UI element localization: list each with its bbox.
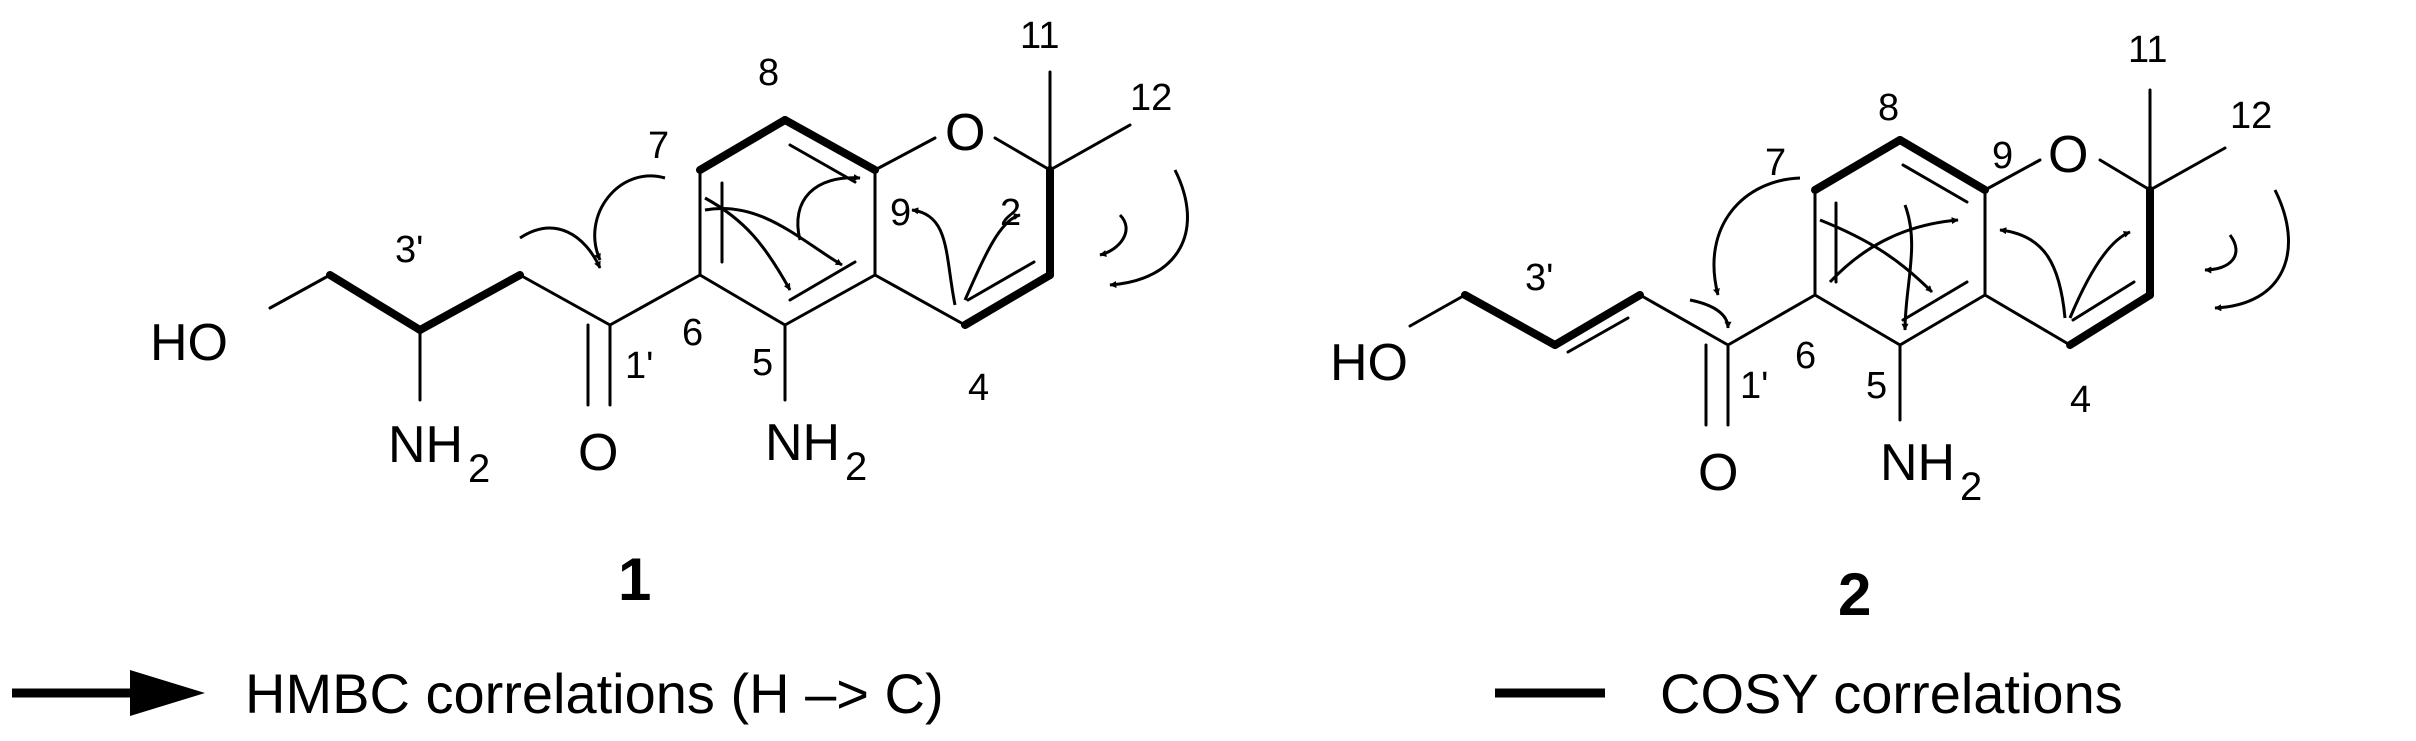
hydroxyl-label: HO [150,314,228,372]
position-12: 12 [2230,95,2272,137]
compound-1-number: 1 [618,546,651,613]
position-4: 4 [2070,379,2091,421]
position-9: 9 [890,192,911,234]
hydroxyl-label: HO [1330,334,1408,392]
position-3-prime: 3' [395,229,423,271]
compound-1-structure [268,70,1132,407]
position-5: 5 [752,342,773,384]
ring-amine-label: NH [1880,434,1955,492]
position-12: 12 [1130,77,1172,119]
compound-2-structure [1408,88,2227,427]
cosy-legend-label: COSY correlations [1660,662,2123,725]
position-11: 11 [2128,29,2167,71]
compound-2-number: 2 [1838,561,1871,628]
hmbc-legend-label: HMBC correlations (H –> C) [245,662,944,725]
side-amine-label: NH [388,416,463,474]
compound-2-labels: HO O O NH 2 8 7 11 12 9 3' 6 1' 5 4 2 [1330,29,2272,628]
position-9: 9 [1992,135,2013,177]
position-1-prime: 1' [625,345,653,387]
ketone-oxygen-label: O [578,424,618,482]
position-5: 5 [1866,365,1887,407]
ketone-oxygen-label: O [1698,444,1738,502]
compound-1-labels: HO O O NH 2 NH 2 8 7 11 12 9 2 3' 6 1' 5… [150,15,1172,613]
position-7: 7 [648,125,669,167]
legend: HMBC correlations (H –> C) COSY correlat… [12,662,2123,725]
position-1-prime: 1' [1740,365,1768,407]
position-4: 4 [968,367,989,409]
ring-amine-subscript: 2 [1960,465,1982,509]
hmbc-legend-arrow-icon [12,670,205,716]
position-6: 6 [682,312,703,354]
ring-amine-label: NH [765,414,840,472]
ring-oxygen-label: O [945,104,985,162]
position-6: 6 [1795,335,1816,377]
position-7: 7 [1765,142,1786,184]
position-8: 8 [758,52,779,94]
position-3-prime: 3' [1525,257,1553,299]
side-amine-subscript: 2 [468,447,490,491]
compound-1-hmbc-arrows [519,169,1189,306]
position-11: 11 [1020,15,1059,57]
compound-2-hmbc-arrows [1689,176,2290,331]
ring-oxygen-label: O [2048,126,2088,184]
position-8: 8 [1878,87,1899,129]
position-2: 2 [1000,192,1021,234]
ring-amine-subscript: 2 [845,445,867,489]
